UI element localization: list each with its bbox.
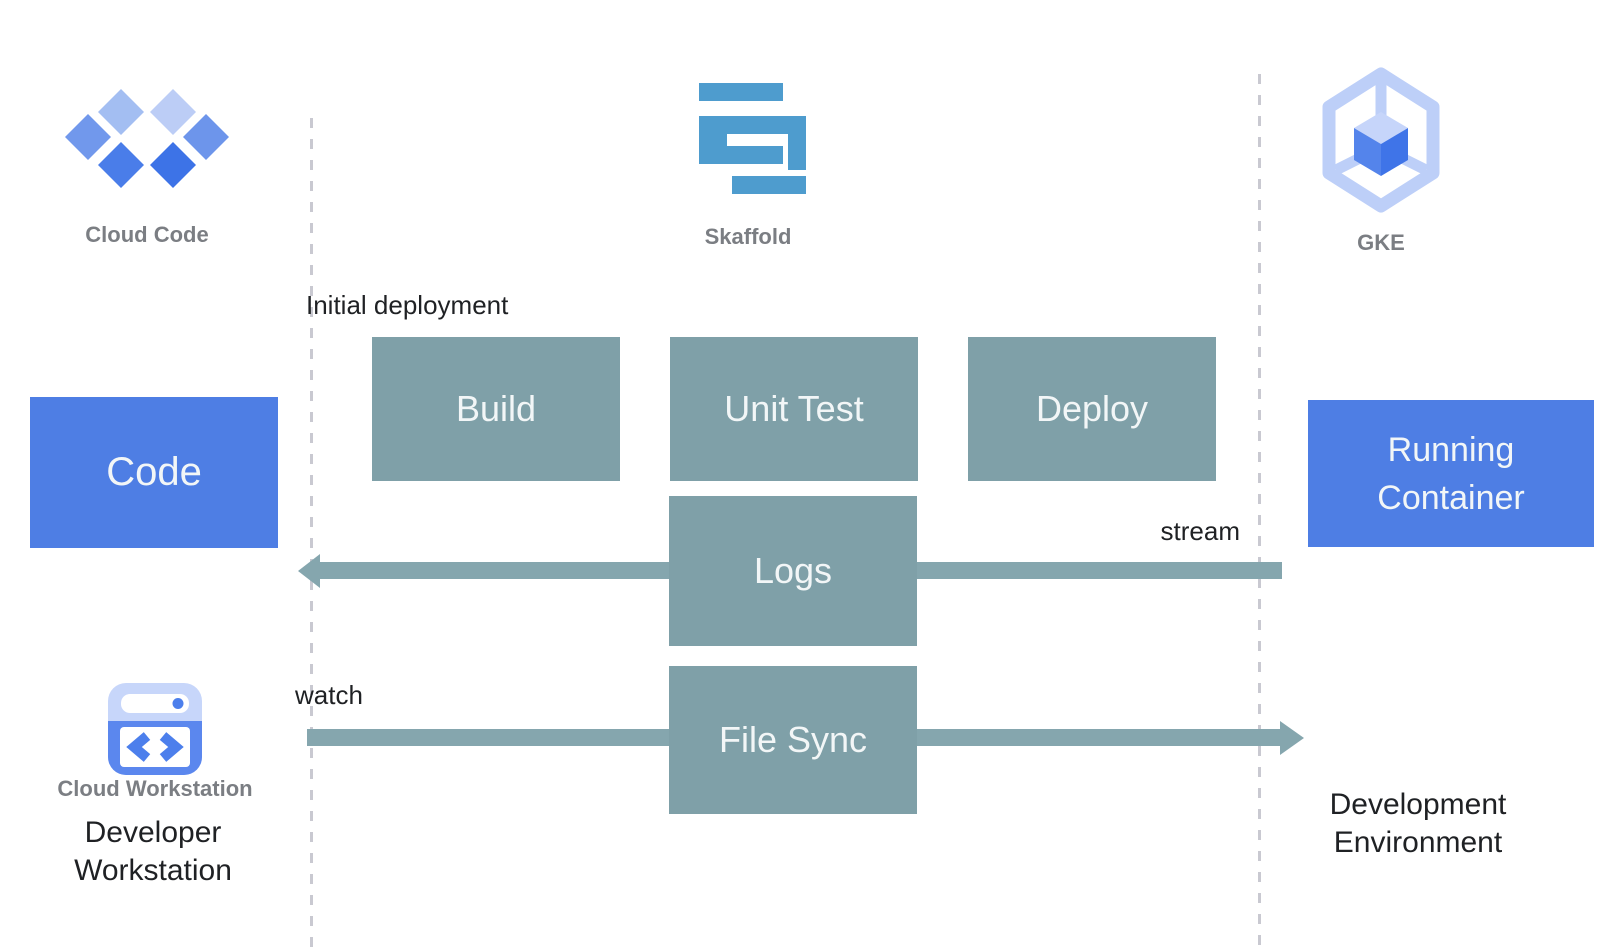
cloud-code-icon <box>65 89 229 188</box>
lane-divider-left <box>310 118 313 948</box>
watch-arrowhead-icon <box>1280 721 1304 755</box>
running-container-box: Running Container <box>1308 400 1594 547</box>
skaffold-label: Skaffold <box>704 224 792 249</box>
deploy-box: Deploy <box>968 337 1216 481</box>
unit-test-box: Unit Test <box>670 337 918 481</box>
logs-box: Logs <box>669 496 917 646</box>
gke-label: GKE <box>1357 230 1405 255</box>
code-box: Code <box>30 397 278 548</box>
developer-workstation-label: Developer Workstation <box>74 816 232 887</box>
cloud-workstation-icon <box>108 683 202 775</box>
file-sync-box: File Sync <box>669 666 917 814</box>
watch-label: watch <box>295 680 363 710</box>
stream-label: stream <box>1160 516 1240 546</box>
build-box: Build <box>372 337 620 481</box>
lane-divider-right <box>1258 74 1261 948</box>
development-environment-label: Development Environment <box>1329 788 1507 859</box>
cloud-code-label: Cloud Code <box>85 222 209 247</box>
stream-arrowhead-icon <box>298 554 320 588</box>
initial-deployment-label: Initial deployment <box>306 290 509 320</box>
skaffold-icon <box>699 83 806 194</box>
cloud-workstation-label: Cloud Workstation <box>57 776 253 801</box>
gke-icon <box>1322 67 1440 213</box>
